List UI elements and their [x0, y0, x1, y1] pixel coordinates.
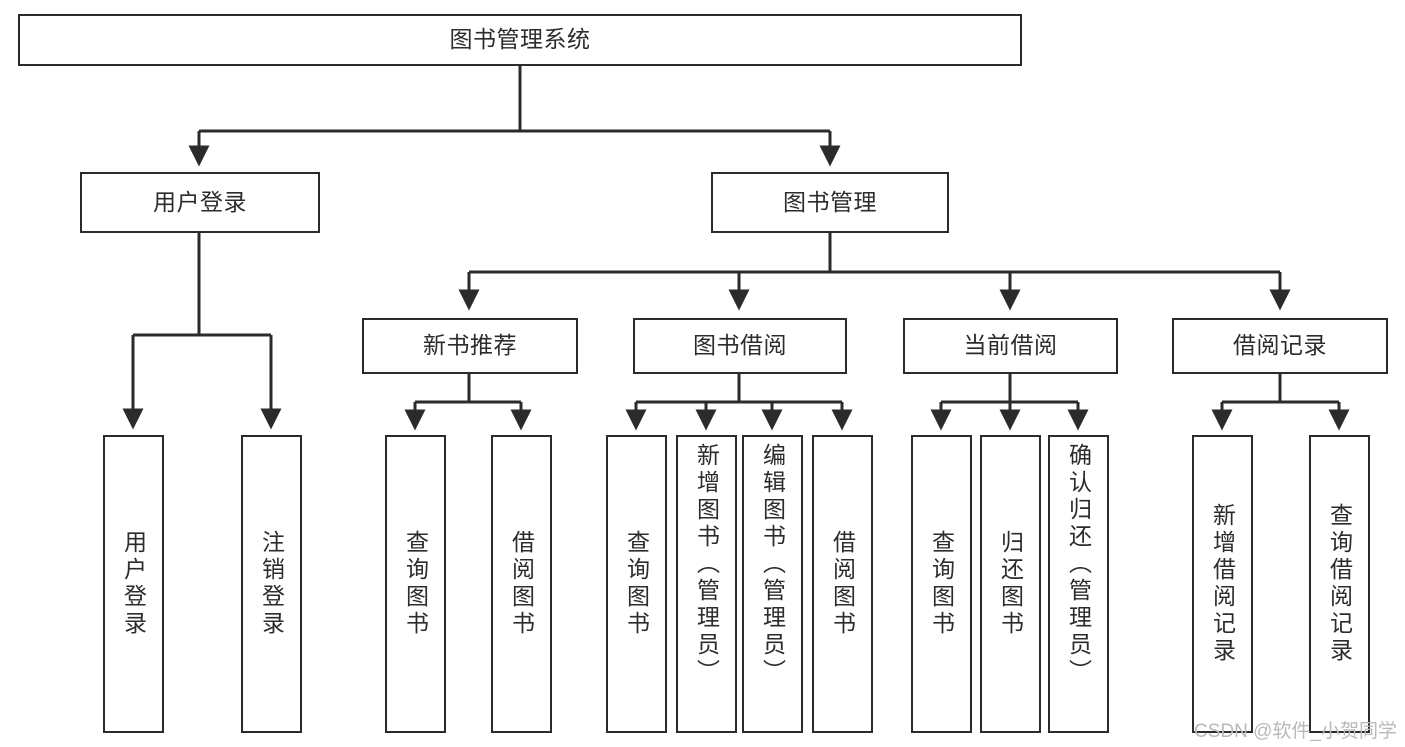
leaf-return-book[interactable]: 归还图书 — [980, 435, 1041, 733]
watermark-text: CSDN @软件_小贺同学 — [1194, 721, 1397, 742]
leaf-label: 编辑图书（管理员） — [759, 443, 786, 686]
leaf-logout[interactable]: 注销登录 — [241, 435, 302, 733]
leaf-label: 借阅图书 — [829, 530, 856, 638]
node-label: 借阅记录 — [1233, 332, 1327, 359]
node-borrow-record[interactable]: 借阅记录 — [1172, 318, 1388, 374]
leaf-add-book-admin[interactable]: 新增图书（管理员） — [676, 435, 737, 733]
node-new-book-recommend[interactable]: 新书推荐 — [362, 318, 578, 374]
leaf-label: 查询借阅记录 — [1326, 503, 1353, 665]
node-root-book-management-system[interactable]: 图书管理系统 — [18, 14, 1022, 66]
leaf-query-book-current[interactable]: 查询图书 — [911, 435, 972, 733]
leaf-label: 确认归还（管理员） — [1065, 443, 1092, 686]
node-current-borrow[interactable]: 当前借阅 — [903, 318, 1118, 374]
leaf-label: 新增图书（管理员） — [693, 443, 720, 686]
node-label: 图书借阅 — [693, 332, 787, 359]
leaf-user-login[interactable]: 用户登录 — [103, 435, 164, 733]
leaf-edit-book-admin[interactable]: 编辑图书（管理员） — [742, 435, 803, 733]
leaf-label: 借阅图书 — [508, 530, 535, 638]
leaf-query-book-recommend[interactable]: 查询图书 — [385, 435, 446, 733]
node-book-borrow[interactable]: 图书借阅 — [633, 318, 847, 374]
leaf-borrow-book[interactable]: 借阅图书 — [812, 435, 873, 733]
leaf-label: 用户登录 — [120, 530, 147, 638]
node-label: 新书推荐 — [423, 332, 517, 359]
leaf-add-borrow-record[interactable]: 新增借阅记录 — [1192, 435, 1253, 733]
node-user-login[interactable]: 用户登录 — [80, 172, 320, 233]
node-label: 图书管理系统 — [449, 26, 591, 53]
leaf-label: 注销登录 — [258, 530, 285, 638]
node-label: 当前借阅 — [963, 332, 1058, 359]
leaf-query-book-borrow[interactable]: 查询图书 — [606, 435, 667, 733]
node-label: 用户登录 — [153, 188, 247, 215]
leaf-label: 归还图书 — [997, 530, 1024, 638]
leaf-label: 查询图书 — [928, 530, 955, 638]
leaf-label: 查询图书 — [402, 530, 429, 638]
node-label: 图书管理 — [783, 188, 877, 215]
leaf-query-borrow-record[interactable]: 查询借阅记录 — [1309, 435, 1370, 733]
leaf-label: 查询图书 — [623, 530, 650, 638]
leaf-borrow-book-recommend[interactable]: 借阅图书 — [491, 435, 552, 733]
leaf-label: 新增借阅记录 — [1209, 503, 1236, 665]
node-book-management[interactable]: 图书管理 — [711, 172, 949, 233]
leaf-confirm-return-admin[interactable]: 确认归还（管理员） — [1048, 435, 1109, 733]
